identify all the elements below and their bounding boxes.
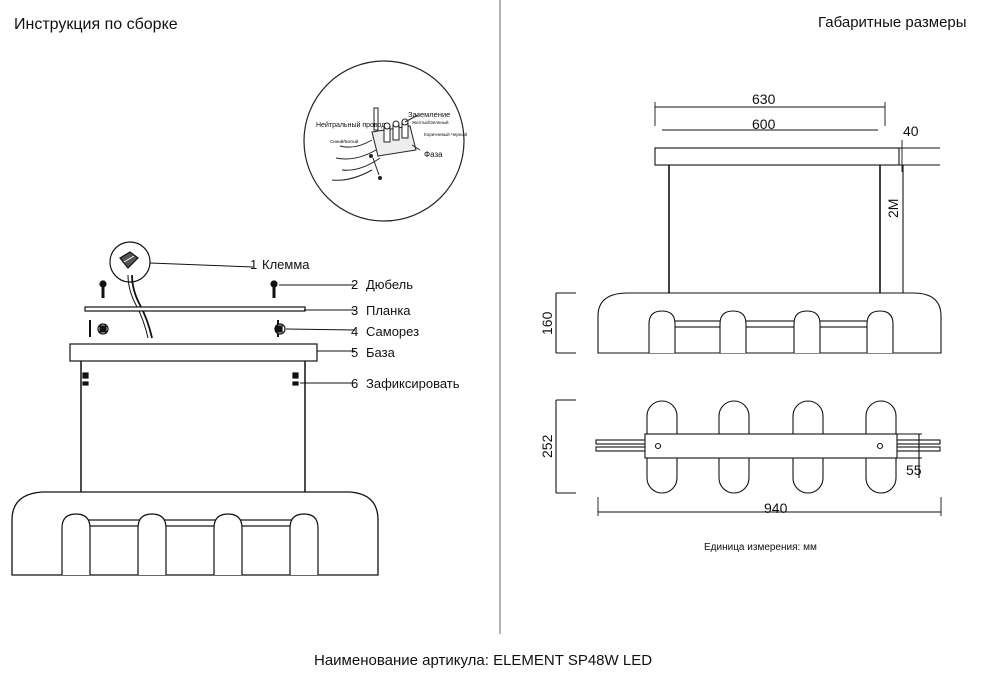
inset-neutral-sub: Синий/Белый xyxy=(330,138,359,144)
inset-ground-sub: Желтый/Зеленый xyxy=(412,119,449,125)
article-name: Наименование артикула: ELEMENT SP48W LED xyxy=(314,652,653,669)
dim-55: 55 xyxy=(906,462,922,478)
part-2-label: Дюбель xyxy=(366,277,414,292)
dimensions-drawing xyxy=(555,102,942,516)
dim-600: 600 xyxy=(752,116,776,132)
part-4-label: Саморез xyxy=(366,324,420,339)
dim-630: 630 xyxy=(752,91,776,107)
part-4-number: 4 xyxy=(351,324,359,339)
dim-40: 40 xyxy=(903,123,919,139)
part-3-label: Планка xyxy=(366,303,411,318)
part-6-label: Зафиксировать xyxy=(366,376,460,391)
wiring-inset xyxy=(303,60,465,222)
assembly-title: Инструкция по сборке xyxy=(14,16,178,33)
inset-ground: Заземление xyxy=(408,110,450,119)
inset-neutral: Нейтральный провод xyxy=(316,121,385,129)
dimensions-title: Габаритные размеры xyxy=(818,14,967,31)
units-note: Единица измерения: мм xyxy=(704,542,817,553)
assembly-drawing xyxy=(11,241,379,576)
part-2-number: 2 xyxy=(351,277,359,292)
inset-phase: Фаза xyxy=(424,150,443,159)
part-3-number: 3 xyxy=(351,303,359,318)
inset-phase-sub: Коричневый Черный xyxy=(424,131,468,137)
part-5-label: База xyxy=(366,345,395,360)
part-5-number: 5 xyxy=(351,345,359,360)
part-6-number: 6 xyxy=(351,376,359,391)
part-1-number: 1 xyxy=(250,257,258,272)
part-1-label: Клемма xyxy=(262,257,310,272)
